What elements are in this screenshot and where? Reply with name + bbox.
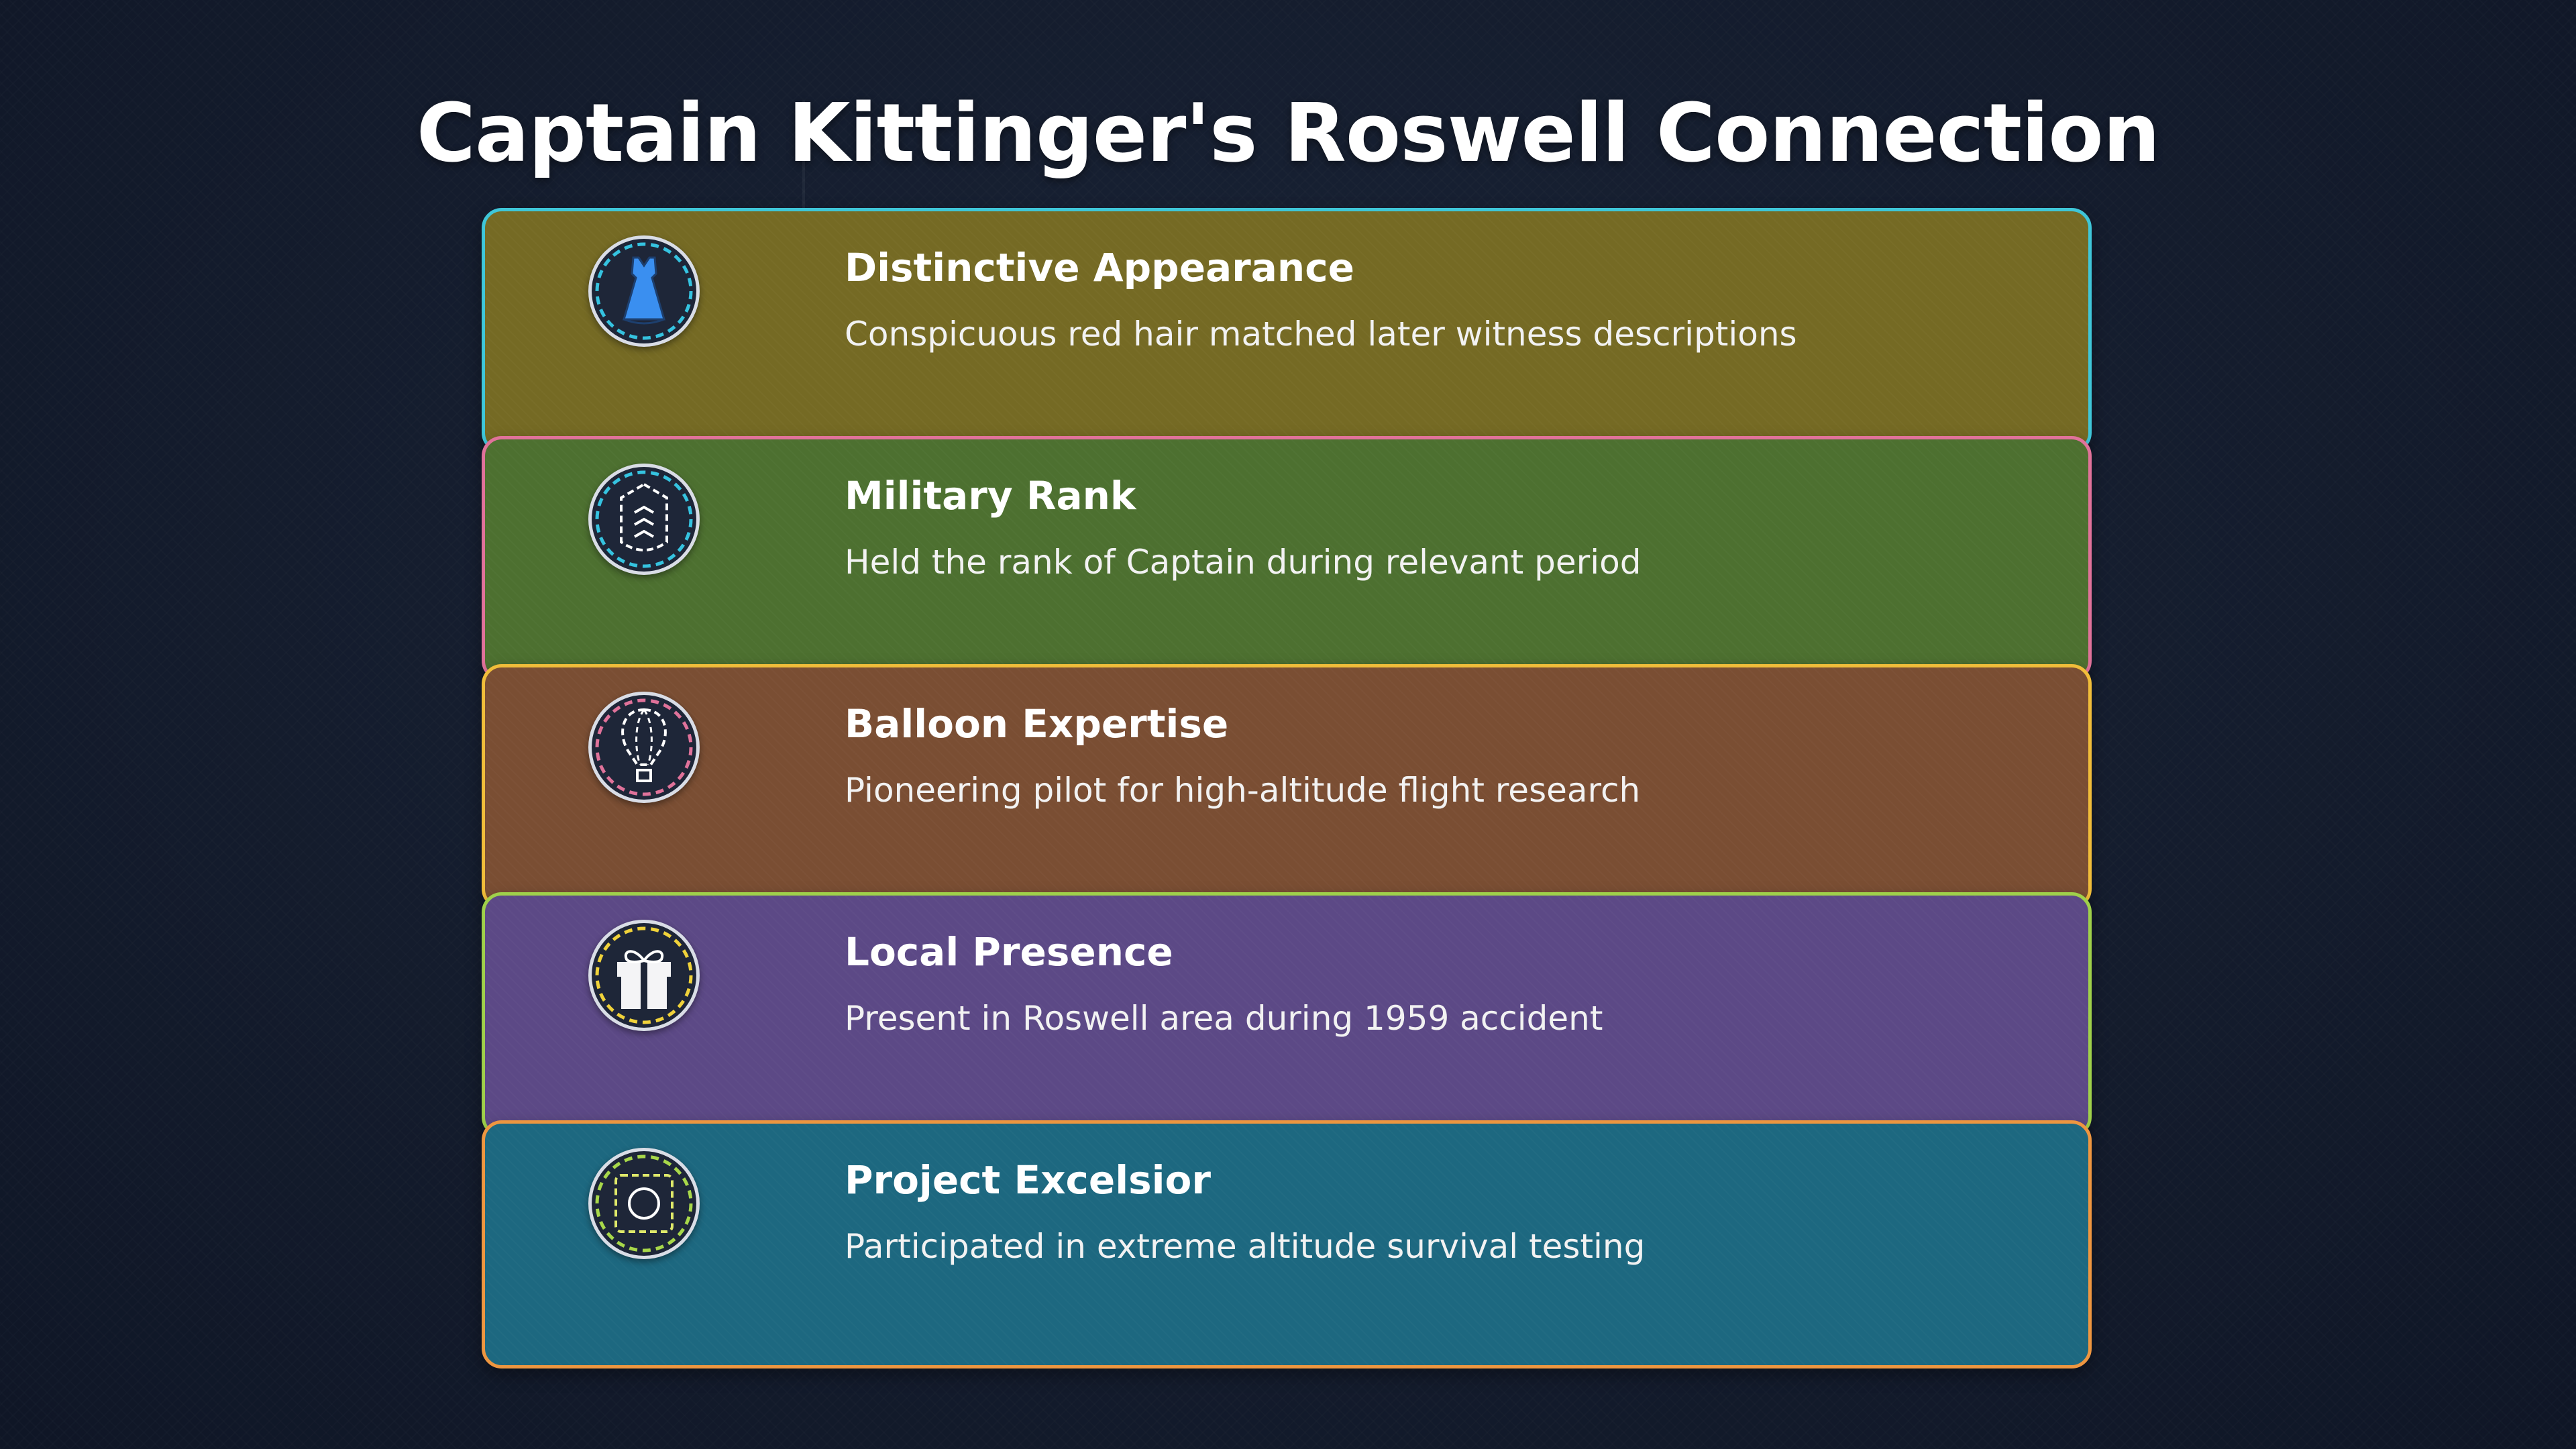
card-description: Present in Roswell area during 1959 acci… — [845, 999, 1603, 1038]
card-military-rank: Military Rank Held the rank of Captain d… — [482, 436, 2092, 681]
card-title: Military Rank — [845, 473, 1136, 519]
target-square-icon-graphic — [595, 1155, 693, 1252]
dress-icon — [588, 235, 700, 347]
rank-chevrons-icon-graphic — [595, 470, 693, 568]
card-title: Distinctive Appearance — [845, 245, 1354, 290]
card-description: Participated in extreme altitude surviva… — [845, 1227, 1646, 1266]
page-title: Captain Kittinger's Roswell Connection — [416, 87, 2160, 180]
gift-box-icon — [588, 920, 700, 1031]
card-description: Pioneering pilot for high-altitude fligh… — [845, 771, 1641, 810]
gift-box-icon-graphic — [595, 926, 693, 1024]
hot-air-balloon-icon-graphic — [595, 698, 693, 796]
card-project-excelsior: Project Excelsior Participated in extrem… — [482, 1120, 2092, 1368]
card-title: Local Presence — [845, 929, 1173, 975]
dress-icon-graphic — [595, 242, 693, 340]
card-distinctive-appearance: Distinctive Appearance Conspicuous red h… — [482, 208, 2092, 453]
card-description: Conspicuous red hair matched later witne… — [845, 315, 1797, 354]
card-description: Held the rank of Captain during relevant… — [845, 543, 1642, 582]
card-local-presence: Local Presence Present in Roswell area d… — [482, 892, 2092, 1137]
card-title: Project Excelsior — [845, 1157, 1211, 1203]
hot-air-balloon-icon — [588, 692, 700, 803]
card-balloon-expertise: Balloon Expertise Pioneering pilot for h… — [482, 664, 2092, 909]
target-square-icon — [588, 1148, 700, 1259]
rank-chevrons-icon — [588, 464, 700, 575]
card-stack: Distinctive Appearance Conspicuous red h… — [482, 208, 2093, 1368]
card-title: Balloon Expertise — [845, 701, 1229, 747]
